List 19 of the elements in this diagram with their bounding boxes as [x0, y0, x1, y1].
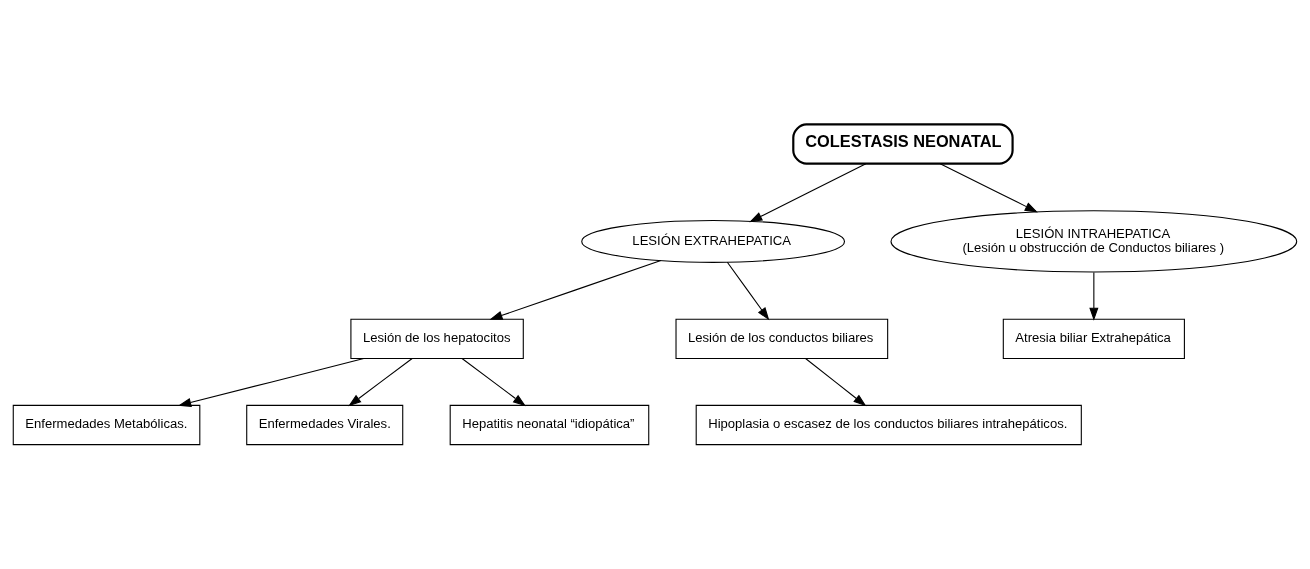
node-box: Hipoplasia o escasez de los conductos biliares intrahepáticos. — [695, 404, 1082, 446]
arrow — [939, 163, 1038, 213]
node-box: Enfermedades Metabólicas. — [12, 404, 201, 446]
arrow — [1089, 272, 1099, 321]
node-box: Lesión de los conductos biliares — [675, 318, 889, 359]
node-box: Hepatitis neonatal “idiopática” — [449, 404, 650, 446]
arrow — [489, 260, 662, 320]
node-box: Lesión de los hepatocitos — [350, 318, 524, 359]
node-box: Enfermedades Virales. — [246, 404, 404, 446]
node-box: COLESTASIS NEONATAL — [792, 123, 1014, 165]
arrow — [348, 358, 413, 407]
arrow — [726, 261, 770, 321]
node-ellipse: LESIÓN INTRAHEPATICA (Lesión u obstrucción de Conductos biliares ) — [890, 210, 1298, 273]
arrow — [461, 358, 526, 407]
arrow — [749, 163, 867, 223]
arrow — [178, 358, 365, 407]
node-ellipse: LESIÓN EXTRAHEPATICA — [581, 219, 846, 263]
node-box: Atresia biliar Extrahepática — [1002, 318, 1185, 359]
arrow — [805, 358, 867, 407]
